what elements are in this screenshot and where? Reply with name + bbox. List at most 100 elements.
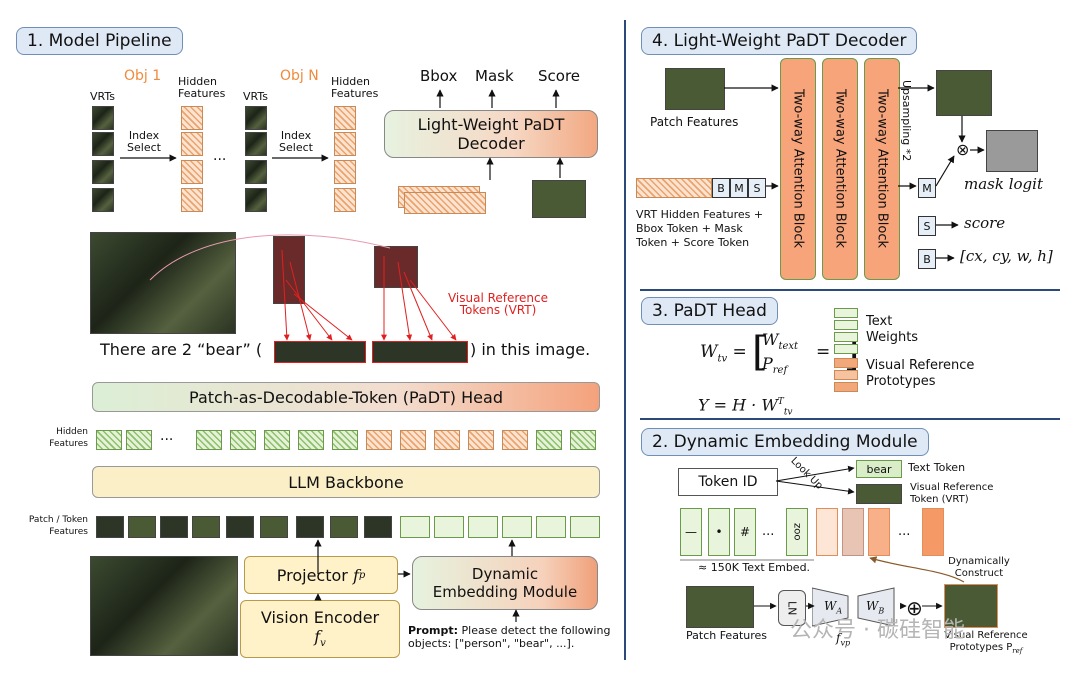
hidden-feature-cell — [181, 106, 203, 130]
dyn-patch-features — [686, 586, 754, 628]
embedding-ellipsis: ... — [762, 524, 775, 539]
output-equation-body: Y = H · W — [698, 395, 778, 415]
text-embedding-column: — — [680, 508, 702, 556]
token-id-box: Token ID — [678, 468, 778, 496]
vrts-label-n: VRTs — [243, 90, 268, 103]
hidden-feature-token — [96, 430, 122, 450]
prompt-body: Please detect the following objects: ["p… — [408, 624, 611, 650]
text-embed-count: ≈ 150K Text Embed. — [698, 561, 811, 574]
text-weight-row — [834, 320, 858, 330]
wtv-symbol: W — [700, 342, 718, 362]
vrt-patch — [92, 132, 114, 156]
text-embedding-column: # — [734, 508, 756, 556]
prompt-text: Prompt: Please detect the following obje… — [408, 624, 618, 650]
patch-feature — [330, 516, 358, 538]
dynamic-embedding-box: Dynamic Embedding Module — [412, 556, 598, 610]
visual-reference-prototypes-label: Visual Reference Prototypes Pref — [944, 630, 1028, 655]
patch-features-label: Patch Features — [650, 115, 739, 129]
mlp-trapezoids — [812, 587, 895, 627]
vrt-patch — [92, 160, 114, 184]
dyn-patch-features-label: Patch Features — [686, 629, 768, 642]
obj1-label: Obj 1 — [124, 68, 162, 84]
pipeline-decoder-box: Light-Weight PaDT Decoder — [384, 110, 598, 158]
wtv-equation: Wtv = — [700, 342, 747, 365]
hidden-feature-token — [468, 430, 494, 450]
text-embedding-column: • — [708, 508, 730, 556]
hidden-feature-cell — [181, 188, 203, 212]
sentence-prefix: There are 2 “bear” ( — [100, 340, 263, 359]
bear-crop-1 — [273, 236, 305, 304]
hidden-feature-token — [332, 430, 358, 450]
padt-head-bar: Patch-as-Decodable-Token (PaDT) Head — [92, 382, 600, 412]
equals-sign: = — [816, 342, 831, 362]
vrt-patch — [245, 160, 267, 184]
vrt-label: Visual Reference Tokens (VRT) — [447, 291, 549, 317]
sentence-suffix: ) in this image. — [470, 340, 591, 359]
llm-backbone-label: LLM Backbone — [288, 472, 404, 492]
text-token-label: Text Token — [908, 461, 966, 474]
hidden-feature-cell — [334, 160, 356, 184]
vision-encoder-subscript: v — [320, 638, 326, 650]
decoder-inputs-label: VRT Hidden Features + Bbox Token + Mask … — [636, 208, 764, 249]
hidden-feature-cell — [334, 132, 356, 156]
score-output-label: score — [964, 214, 1006, 232]
token-feature — [570, 516, 600, 538]
prompt-bold: Prompt: — [408, 624, 459, 637]
hidden-features-small-label: Hidden Features — [49, 427, 88, 449]
wb-label: WB — [866, 599, 885, 616]
dyn-connectors — [680, 465, 965, 610]
visual-reference-prototypes-grid — [944, 584, 998, 628]
visual-prototype-row — [834, 358, 858, 368]
index-select-label-n: Index Select — [279, 129, 313, 154]
hidden-features-label-n: Hidden Features — [331, 75, 379, 100]
pipeline-decoder-label: Light-Weight PaDT Decoder — [417, 115, 565, 153]
layernorm-label: LN — [785, 600, 799, 616]
index-select-label-1: Index Select — [127, 129, 161, 154]
token-feature — [468, 516, 498, 538]
token-feature — [400, 516, 430, 538]
vrt-embedding-column — [922, 508, 944, 556]
attention-block-label: Two-way Attention Block — [790, 89, 806, 249]
mask-token: M — [730, 178, 748, 198]
attention-block-1: Two-way Attention Block — [780, 58, 816, 280]
vrt-patch — [245, 188, 267, 212]
bear-image — [90, 232, 236, 334]
vrt-hidden-strip — [636, 178, 712, 198]
mask-output-token: M — [918, 178, 936, 198]
token-feature — [434, 516, 464, 538]
bbox-output-token: B — [918, 249, 936, 269]
vrt-patch — [92, 106, 114, 130]
patch-feature — [128, 516, 156, 538]
upsampled-grid — [936, 70, 992, 116]
hidden-feature-token — [264, 430, 290, 450]
token-feature — [502, 516, 532, 538]
score-output-token: S — [918, 216, 936, 236]
output-equation-sub: tv — [783, 407, 793, 418]
patch-feature — [296, 516, 324, 538]
hidden-feature-cell — [334, 106, 356, 130]
upsampling-label: Upsampling *2 — [900, 80, 913, 162]
hidden-feature-token — [536, 430, 562, 450]
decoder-image-patch-grid — [532, 180, 586, 218]
score-token: S — [748, 178, 766, 198]
patch-feature — [160, 516, 188, 538]
mask-logit-grid — [986, 130, 1038, 172]
vrt-patch — [245, 106, 267, 130]
vrt-embedding-column — [816, 508, 838, 556]
attention-block-label: Two-way Attention Block — [874, 89, 890, 249]
multiply-icon: ⊗ — [956, 140, 970, 159]
pipeline-connectors — [120, 89, 564, 622]
add-icon: ⊕ — [906, 596, 923, 620]
decoder-connectors — [724, 84, 985, 262]
output-score-label: Score — [538, 67, 581, 85]
text-weight-row — [834, 332, 858, 342]
section-model-pipeline-title: 1. Model Pipeline — [16, 27, 183, 55]
vrts-label-1: VRTs — [90, 90, 115, 103]
padt-head-label: Patch-as-Decodable-Token (PaDT) Head — [189, 387, 503, 407]
hidden-features-label-1: Hidden Features — [178, 75, 226, 100]
patch-feature — [192, 516, 220, 538]
hidden-feature-token — [400, 430, 426, 450]
visual-prototype-row — [834, 370, 858, 380]
text-embedding-column: zoo — [786, 508, 808, 556]
